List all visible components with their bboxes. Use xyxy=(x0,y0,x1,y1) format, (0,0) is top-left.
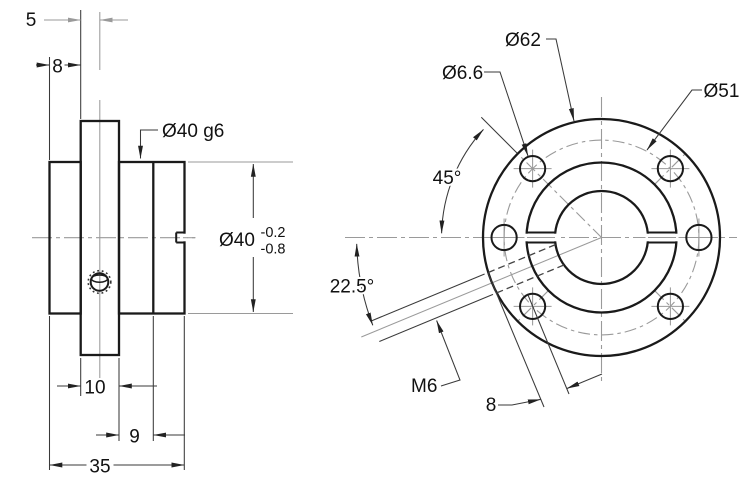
setscrew-hole-ext-bottom xyxy=(379,293,494,342)
bolt-hole-180 xyxy=(490,223,518,252)
dim-flange-width: 10 xyxy=(57,376,157,401)
dim-spigot-length: 9 xyxy=(96,425,185,450)
ray-135-extension xyxy=(480,116,519,155)
bolt-hole-225 xyxy=(519,292,547,320)
dim-label-m6: M6 xyxy=(411,376,437,397)
dim-slot-offset: 8 xyxy=(484,272,603,418)
screw-tip-ellipse xyxy=(90,274,109,283)
setscrew-hole-ext-top xyxy=(370,273,485,322)
leader-flange-diameter: Ø62 xyxy=(503,28,575,122)
dim-setscrew-offset: 5 xyxy=(24,8,128,33)
flange-od-circle xyxy=(481,117,722,358)
leader-bolt-hole-diameter: Ø6.6 xyxy=(440,61,529,157)
leader-setscrew-thread: M6 xyxy=(409,320,461,399)
ray-135-centerline xyxy=(517,153,602,238)
hole-centerline-315 xyxy=(654,290,686,322)
dim-label-35: 35 xyxy=(89,457,110,478)
setscrew-hole-hidden-bottom xyxy=(496,264,565,294)
dim-spigot-diameter: Ø40 g6 xyxy=(138,119,226,159)
dim-label-62: Ø62 xyxy=(505,30,541,51)
screw-circle xyxy=(89,272,110,292)
dim-hub-length: 8 xyxy=(36,55,81,80)
bolt-hole-135 xyxy=(519,155,547,183)
bolt-holes xyxy=(490,155,713,320)
dim-hub-diameter-tol: Ø40 -0.2 -0.8 xyxy=(217,163,288,313)
dim-label-9: 9 xyxy=(129,427,140,448)
dim-hole-angle: 45° xyxy=(431,129,484,234)
dim-label-10: 10 xyxy=(84,378,105,399)
dim-label-tol-upper: -0.2 xyxy=(261,225,286,241)
thread-tick-circle xyxy=(87,269,112,295)
dim-label-40g6: Ø40 g6 xyxy=(162,121,224,142)
bolt-hole-315 xyxy=(656,292,685,320)
dim-label-40: Ø40 xyxy=(219,230,255,251)
leader-bolt-circle-diameter: Ø51 xyxy=(646,79,741,151)
dim-label-8-front: 8 xyxy=(486,395,497,416)
dim-label-45deg: 45° xyxy=(433,168,462,189)
setscrew-axis-ray xyxy=(361,237,602,338)
hole-centerline-45 xyxy=(654,153,686,185)
bolt-hole-45 xyxy=(656,155,685,183)
front-view: 8 45° 22.5° Ø62 Ø6.6 Ø51 M6 xyxy=(328,28,742,418)
setscrew-hole-hidden-top xyxy=(488,243,556,274)
dim-label-5: 5 xyxy=(26,10,37,31)
dim-label-tol-lower: -0.8 xyxy=(261,242,286,258)
set-screw-end-view xyxy=(87,269,112,295)
side-view: 5 8 Ø40 g6 Ø40 -0.2 -0.8 10 xyxy=(24,8,293,479)
dim-label-51: Ø51 xyxy=(704,81,740,102)
hole-centerline-225 xyxy=(517,290,549,322)
bolt-hole-0 xyxy=(685,223,713,252)
dim-label-22-5deg: 22.5° xyxy=(330,277,375,298)
dim-label-8: 8 xyxy=(52,57,63,78)
dim-label-6-6: Ø6.6 xyxy=(442,63,483,84)
dim-overall-length: 35 xyxy=(49,455,185,479)
dim-setscrew-angle: 22.5° xyxy=(328,243,376,326)
